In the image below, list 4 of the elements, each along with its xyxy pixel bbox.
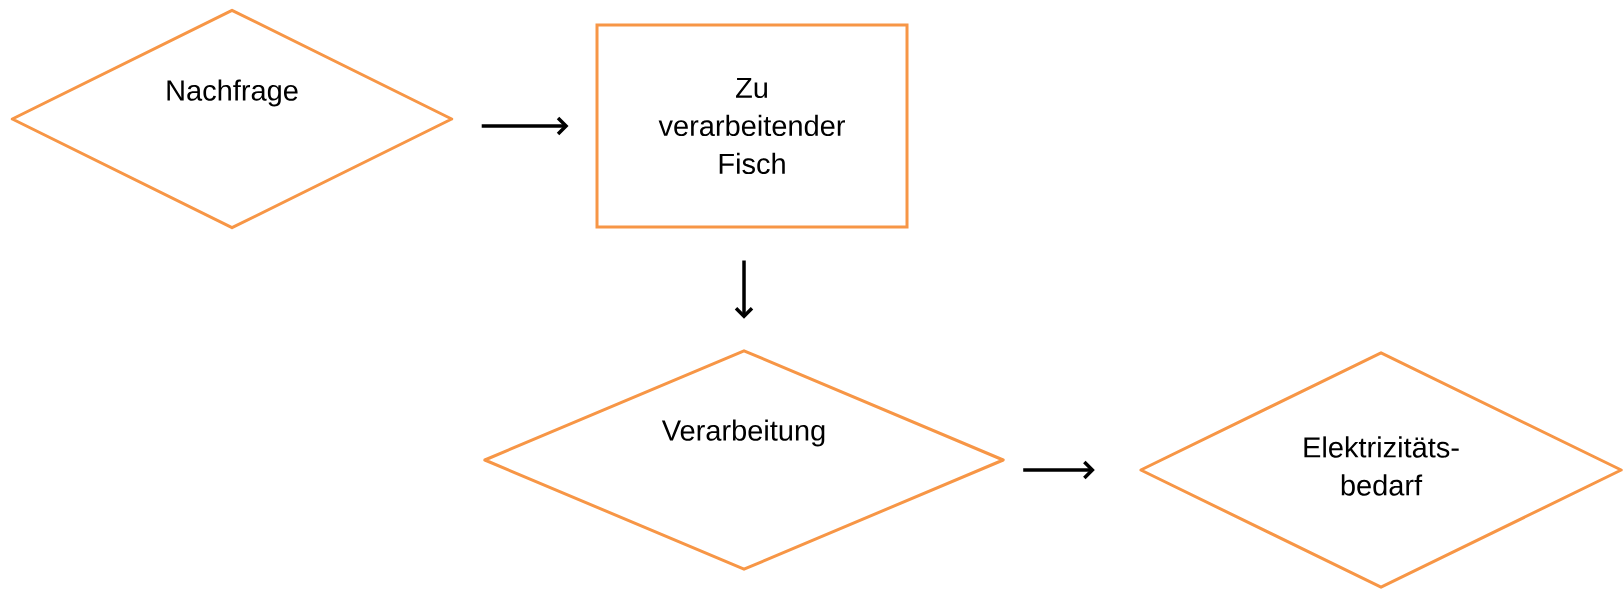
arrow (481, 116, 569, 136)
arrow (1023, 460, 1095, 480)
arrow (734, 260, 754, 319)
process-box: Zu verarbeitender Fisch (595, 23, 909, 229)
